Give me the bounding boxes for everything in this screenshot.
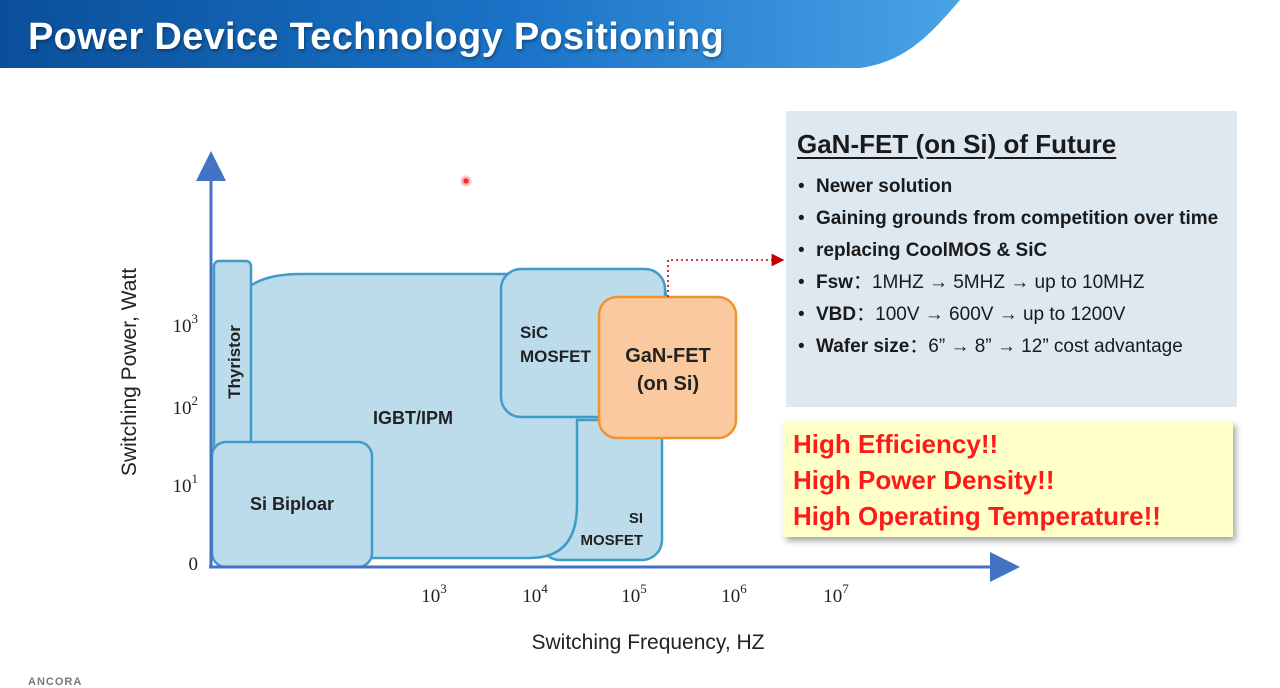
bullet-icon: • <box>798 272 805 293</box>
info-item-text: ：6” → 8” → 12” cost advantage <box>909 336 1183 357</box>
y-tick-label: 101 <box>173 471 199 497</box>
info-list-item: • Gaining grounds from competition over t… <box>794 207 1224 231</box>
info-list-item: • Newer solution <box>794 175 1224 199</box>
y-tick-label: 103 <box>173 311 199 337</box>
info-item-label: Newer solution <box>816 176 953 197</box>
sic-mosfet-label-line1: SiC <box>520 323 548 342</box>
bullet-icon: • <box>798 240 805 261</box>
x-axis-title: Switching Frequency, HZ <box>531 631 764 654</box>
x-tick-label-base: 10 <box>721 586 740 607</box>
y-tick-label: 102 <box>173 393 199 419</box>
info-list-item: • VBD：100V → 600V → up to 1200V <box>794 303 1224 327</box>
highlight-power-density: High Power Density!! <box>793 465 1055 495</box>
x-tick-label-exponent: 3 <box>440 581 447 596</box>
y-tick-label-exponent: 2 <box>192 393 199 408</box>
info-list-item: • Fsw：1MHZ → 5MHZ → up to 10MHZ <box>794 271 1224 295</box>
info-item-text: ：100V → 600V → up to 1200V <box>856 304 1126 325</box>
bullet-icon: • <box>798 304 805 325</box>
y-tick-label-base: 10 <box>173 316 192 337</box>
info-item-label: Fsw <box>816 272 853 293</box>
igbt-ipm-label: IGBT/IPM <box>373 408 453 428</box>
info-item-label: Wafer size <box>816 336 910 357</box>
gan-fet-label-line2: (on Si) <box>637 373 699 395</box>
y-tick-label-base: 10 <box>173 476 192 497</box>
x-tick-label-base: 10 <box>621 586 640 607</box>
thyristor-label: Thyristor <box>225 325 244 399</box>
x-tick-label-exponent: 4 <box>541 581 548 596</box>
x-tick-label-exponent: 7 <box>842 581 849 596</box>
info-item-label: VBD <box>816 304 857 325</box>
x-tick-label: 104 <box>522 581 548 607</box>
highlight-efficiency: High Efficiency!! <box>793 429 999 459</box>
footer-logo-text: ANCORA <box>28 676 83 688</box>
gan-connector <box>667 253 785 297</box>
bullet-icon: • <box>798 208 805 229</box>
si-bipolar-label: Si Biploar <box>250 494 334 514</box>
x-tick-label-exponent: 5 <box>640 581 647 596</box>
highlight-operating-temperature: High Operating Temperature!! <box>793 501 1161 531</box>
highlight-box: High Efficiency!! High Power Density!! H… <box>783 421 1233 537</box>
y-axis-title: Switching Power, Watt <box>118 268 141 476</box>
info-box: GaN-FET (on Si) of Future • Newer solutio… <box>786 111 1237 407</box>
y-tick-label-exponent: 3 <box>192 311 199 326</box>
x-tick-label-base: 10 <box>421 586 440 607</box>
gan-fet-label-line1: GaN-FET <box>625 345 711 367</box>
gan-fet-region <box>597 295 738 440</box>
x-tick-label-base: 10 <box>522 586 541 607</box>
bullet-icon: • <box>798 336 805 357</box>
info-item-label: Gaining grounds from competition over ti… <box>816 208 1219 229</box>
x-tick-label: 107 <box>823 581 849 607</box>
x-tick-label: 105 <box>621 581 647 607</box>
info-item-text: ：1MHZ → 5MHZ → up to 10MHZ <box>852 272 1145 293</box>
info-list-item: • Wafer size：6” → 8” → 12” cost advantage <box>794 335 1224 359</box>
si-mosfet-label-line2: MOSFET <box>581 532 644 549</box>
info-list: • Newer solution • Gaining grounds from com… <box>794 175 1224 367</box>
y-tick-label-base: 0 <box>189 554 199 575</box>
info-item-label: replacing CoolMOS & SiC <box>816 240 1048 261</box>
title-banner <box>0 0 960 68</box>
si-mosfet-label-line1: SI <box>629 510 643 527</box>
x-tick-label-exponent: 6 <box>740 581 747 596</box>
x-tick-label: 103 <box>421 581 447 607</box>
info-box-title: GaN-FET (on Si) of Future <box>797 129 1117 159</box>
y-tick-label-base: 10 <box>173 398 192 419</box>
info-list-item: • replacing CoolMOS & SiC <box>794 239 1224 263</box>
slide-title: Power Device Technology Positioning <box>28 16 725 58</box>
sic-mosfet-label-line2: MOSFET <box>520 347 591 366</box>
laser-pointer-dot <box>460 175 472 187</box>
x-tick-label: 106 <box>721 581 747 607</box>
y-tick-label: 0 <box>189 554 199 575</box>
x-tick-label-base: 10 <box>823 586 842 607</box>
bullet-icon: • <box>798 176 805 197</box>
y-tick-label-exponent: 1 <box>192 471 199 486</box>
